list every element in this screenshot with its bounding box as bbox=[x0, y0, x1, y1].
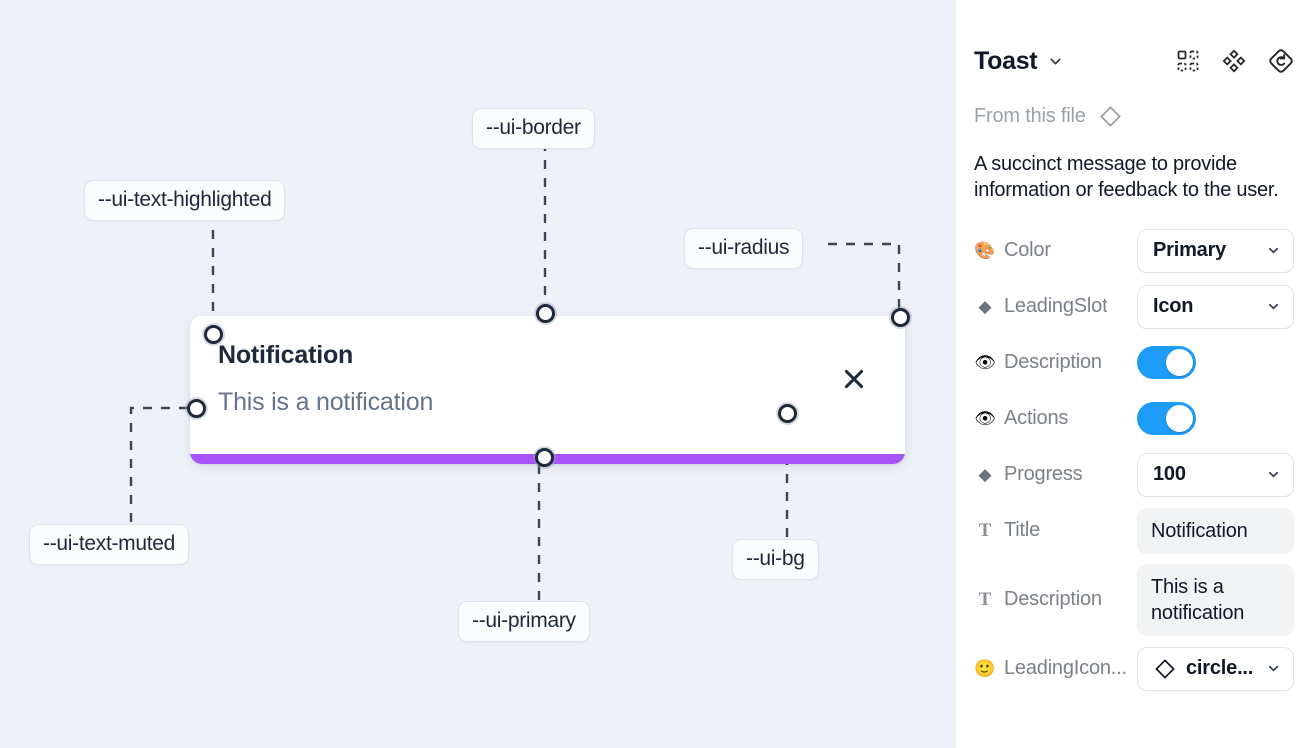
toast-title: Notification bbox=[218, 341, 354, 369]
property-row-title: T Title Notification bbox=[974, 507, 1294, 554]
property-label-description-toggle: 👁 Description bbox=[974, 351, 1137, 374]
property-name: Progress bbox=[1004, 463, 1083, 486]
property-name: LeadingIcon... bbox=[1004, 657, 1127, 680]
property-name: Color bbox=[1004, 239, 1051, 262]
connector-text-muted bbox=[129, 406, 191, 522]
from-this-file-row: From this file bbox=[974, 103, 1294, 129]
property-label-leadingslot: ◆ LeadingSlot bbox=[974, 295, 1137, 318]
title-input[interactable]: Notification bbox=[1137, 507, 1294, 554]
from-this-file-label: From this file bbox=[974, 104, 1086, 127]
properties-panel: Toast bbox=[956, 0, 1312, 748]
property-label-leadingicon: 🙂 LeadingIcon... bbox=[974, 657, 1137, 680]
text-t-icon: T bbox=[978, 588, 992, 610]
property-control-description-toggle bbox=[1137, 346, 1294, 380]
property-label-progress: ◆ Progress bbox=[974, 463, 1137, 486]
progress-select-value: 100 bbox=[1153, 463, 1186, 486]
property-label-color: 🎨 Color bbox=[974, 239, 1137, 262]
anchor-handle-border[interactable] bbox=[536, 304, 555, 323]
token-pill-ui-text-muted[interactable]: --ui-text-muted bbox=[29, 524, 190, 566]
property-row-actions-toggle: 👁 Actions bbox=[974, 396, 1294, 442]
toast-description: This is a notification bbox=[218, 387, 434, 416]
property-row-leadingslot: ◆ LeadingSlot Icon bbox=[974, 284, 1294, 330]
chevron-down-icon bbox=[1266, 467, 1281, 482]
chevron-down-icon bbox=[1266, 661, 1281, 676]
property-row-progress: ◆ Progress 100 bbox=[974, 452, 1294, 498]
palette-emoji-icon: 🎨 bbox=[974, 240, 996, 260]
property-row-description-toggle: 👁 Description bbox=[974, 340, 1294, 386]
close-icon[interactable] bbox=[841, 366, 867, 392]
smiley-emoji-icon: 🙂 bbox=[974, 658, 996, 678]
property-control-color: Primary bbox=[1137, 228, 1294, 273]
property-list: 🎨 Color Primary bbox=[974, 228, 1294, 692]
description-toggle[interactable] bbox=[1137, 346, 1196, 380]
token-pill-ui-border[interactable]: --ui-border bbox=[472, 108, 595, 150]
property-control-description-text: This is a notification bbox=[1137, 563, 1294, 636]
reset-instance-icon[interactable] bbox=[1268, 48, 1294, 74]
component-description: A succinct message to provide informatio… bbox=[974, 153, 1279, 202]
diamond-icon bbox=[1098, 104, 1123, 129]
progress-select[interactable]: 100 bbox=[1137, 452, 1294, 497]
property-label-description-text: T Description bbox=[974, 588, 1137, 611]
anchor-handle-text-muted[interactable] bbox=[187, 399, 206, 418]
leadingicon-select[interactable]: circle... bbox=[1137, 646, 1294, 691]
diamond-filled-icon: ◆ bbox=[978, 464, 992, 484]
description-input[interactable]: This is a notification bbox=[1137, 563, 1294, 636]
design-canvas[interactable]: Notification This is a notification --ui… bbox=[0, 0, 956, 748]
toggle-knob bbox=[1166, 349, 1193, 377]
token-pill-ui-primary[interactable]: --ui-primary bbox=[458, 601, 590, 643]
token-pill-ui-radius[interactable]: --ui-radius bbox=[684, 228, 804, 270]
diamond-icon bbox=[1153, 657, 1177, 681]
component-diamond-icon[interactable] bbox=[1222, 49, 1246, 73]
leadingicon-select-value: circle... bbox=[1186, 657, 1254, 680]
property-label-title: T Title bbox=[974, 519, 1137, 542]
property-name: Title bbox=[1004, 519, 1041, 542]
leadingslot-select[interactable]: Icon bbox=[1137, 284, 1294, 329]
panel-header: Toast bbox=[974, 33, 1294, 89]
color-select-value: Primary bbox=[1153, 239, 1227, 262]
variants-grid-icon[interactable] bbox=[1176, 49, 1200, 73]
toast-component[interactable]: Notification This is a notification bbox=[190, 316, 905, 464]
text-t-icon: T bbox=[978, 519, 992, 541]
leadingslot-select-value: Icon bbox=[1153, 295, 1194, 318]
anchor-handle-primary[interactable] bbox=[535, 448, 554, 467]
property-name: Description bbox=[1004, 351, 1102, 374]
eye-emoji-icon: 👁 bbox=[974, 352, 996, 372]
connector-radius bbox=[828, 242, 901, 312]
chevron-down-icon bbox=[1266, 243, 1281, 258]
property-control-actions-toggle bbox=[1137, 402, 1294, 436]
property-row-leadingicon: 🙂 LeadingIcon... circle... bbox=[974, 646, 1294, 692]
chevron-down-icon bbox=[1266, 299, 1281, 314]
color-select[interactable]: Primary bbox=[1137, 228, 1294, 273]
property-row-description-text: T Description This is a notification bbox=[974, 563, 1294, 636]
property-row-color: 🎨 Color Primary bbox=[974, 228, 1294, 274]
property-control-leadingicon: circle... bbox=[1137, 646, 1294, 691]
toggle-knob bbox=[1166, 405, 1193, 433]
property-label-actions-toggle: 👁 Actions bbox=[974, 407, 1137, 430]
anchor-handle-text-highlighted[interactable] bbox=[204, 325, 223, 344]
actions-toggle[interactable] bbox=[1137, 402, 1196, 436]
property-name: Actions bbox=[1004, 407, 1069, 430]
property-name: Description bbox=[1004, 588, 1102, 611]
property-name: LeadingSlot bbox=[1004, 295, 1108, 318]
token-pill-ui-text-highlighted[interactable]: --ui-text-highlighted bbox=[84, 180, 286, 222]
anchor-handle-radius[interactable] bbox=[891, 308, 910, 327]
chevron-down-icon[interactable] bbox=[1047, 53, 1064, 70]
page-title: Toast bbox=[974, 46, 1038, 75]
anchor-handle-bg[interactable] bbox=[778, 404, 797, 423]
property-control-title: Notification bbox=[1137, 507, 1294, 554]
diamond-filled-icon: ◆ bbox=[978, 296, 992, 316]
toast-body: Notification This is a notification bbox=[190, 316, 905, 416]
token-pill-ui-bg[interactable]: --ui-bg bbox=[732, 539, 819, 581]
property-control-leadingslot: Icon bbox=[1137, 284, 1294, 329]
eye-emoji-icon: 👁 bbox=[974, 408, 996, 428]
property-control-progress: 100 bbox=[1137, 452, 1294, 497]
